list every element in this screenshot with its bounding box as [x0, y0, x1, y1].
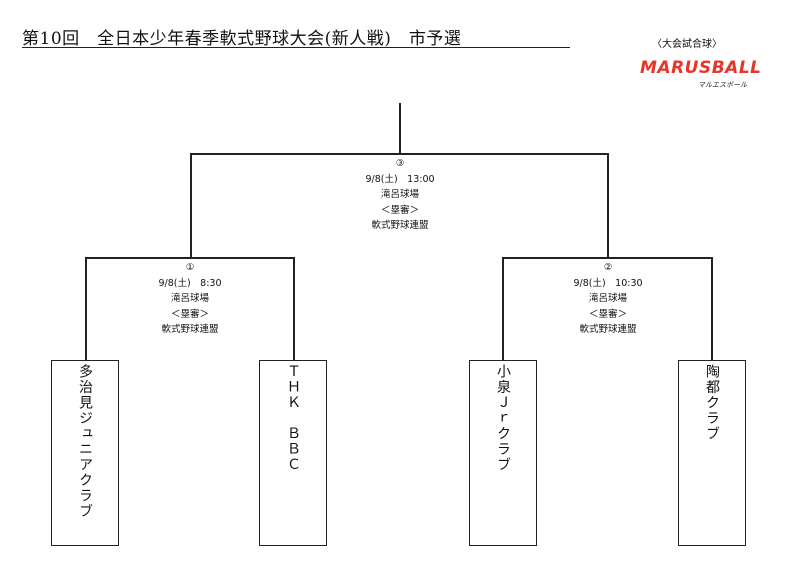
- match-umpire-label: ＜塁審＞: [170, 308, 209, 320]
- match-datetime: 9/8(土) 13:00: [365, 173, 435, 185]
- match-info-final: ③ 9/8(土) 13:00 滝呂球場 ＜塁審＞ 軟式野球連盟: [340, 156, 460, 234]
- match-venue: 滝呂球場: [380, 189, 419, 200]
- bracket-final-right-drop: [607, 153, 609, 257]
- match-umpire: 軟式野球連盟: [579, 324, 637, 335]
- team-box-2: ＴＨＫ ＢＢＣ: [259, 360, 327, 546]
- bracket-match2-left-drop: [502, 257, 504, 361]
- match-datetime: 9/8(土) 10:30: [573, 277, 643, 289]
- team-box-4: 陶都クラブ: [678, 360, 746, 546]
- logo-main-text: MARUSBALL: [640, 58, 762, 78]
- match-venue: 滝呂球場: [588, 293, 627, 304]
- bracket-match2-bar: [502, 257, 712, 259]
- match-umpire-label: ＜塁審＞: [588, 308, 627, 320]
- title-underline: [22, 47, 570, 48]
- match-datetime: 9/8(土) 8:30: [158, 277, 222, 289]
- match-umpire: 軟式野球連盟: [371, 220, 429, 231]
- match-number: ②: [603, 262, 613, 273]
- match-umpire: 軟式野球連盟: [161, 324, 219, 335]
- team-box-1: 多治見ジュニアクラブ: [51, 360, 119, 546]
- marusball-logo: MARUSBALL マルエスボール: [640, 54, 761, 92]
- bracket-match1-left-drop: [85, 257, 87, 361]
- match-number: ③: [395, 158, 405, 169]
- team-name: 多治見ジュニアクラブ: [77, 364, 93, 519]
- bracket-match2-right-drop: [711, 257, 713, 361]
- team-name: ＴＨＫ ＢＢＣ: [285, 364, 301, 473]
- bracket-final-bar: [190, 153, 608, 155]
- match-info-1: ① 9/8(土) 8:30 滝呂球場 ＜塁審＞ 軟式野球連盟: [130, 260, 250, 338]
- match-venue: 滝呂球場: [170, 293, 209, 304]
- match-umpire-label: ＜塁審＞: [380, 204, 419, 216]
- bracket-match1-bar: [85, 257, 294, 259]
- logo-sub-text: マルエスボール: [698, 81, 747, 89]
- page-title: 第10回 全日本少年春季軟式野球大会(新人戦) 市予選: [22, 29, 462, 49]
- team-box-3: 小泉Ｊｒクラブ: [469, 360, 537, 546]
- match-number: ①: [185, 262, 195, 273]
- match-info-2: ② 9/8(土) 10:30 滝呂球場 ＜塁審＞ 軟式野球連盟: [548, 260, 668, 338]
- ball-caption: 〈大会試合球〉: [652, 39, 722, 50]
- team-name: 小泉Ｊｒクラブ: [495, 364, 511, 473]
- bracket-final-left-drop: [190, 153, 192, 257]
- team-name: 陶都クラブ: [704, 364, 720, 442]
- bracket-match1-right-drop: [293, 257, 295, 361]
- bracket-final-stem: [399, 103, 401, 153]
